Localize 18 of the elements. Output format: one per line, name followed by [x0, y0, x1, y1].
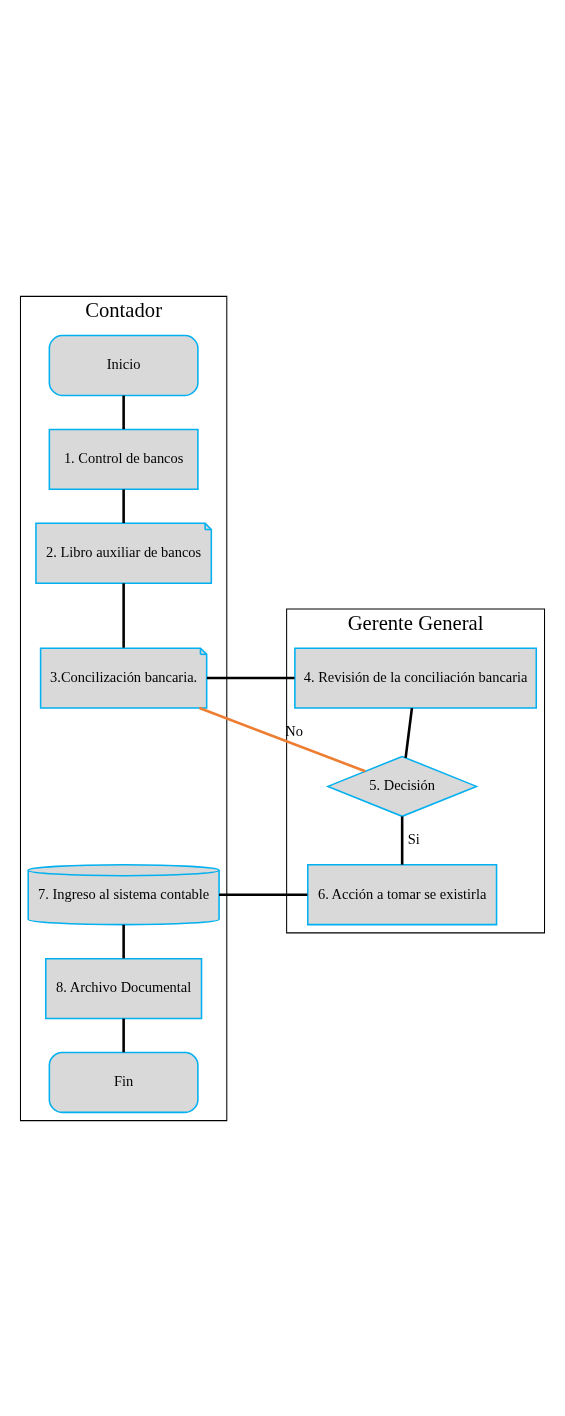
connector — [122, 395, 125, 429]
connector — [219, 892, 308, 896]
connector — [122, 1018, 125, 1052]
connector — [206, 676, 295, 679]
connector — [198, 706, 366, 772]
node-box: 6. Acción a tomar se existirla — [307, 863, 498, 925]
node-box: Fin — [48, 1051, 199, 1113]
node-diamond: 5. Decisión — [325, 755, 479, 817]
node-box: 4. Revisión de la conciliación bancaria — [294, 646, 538, 709]
node-box: Inicio — [48, 334, 199, 396]
connector — [400, 815, 404, 865]
connector — [122, 924, 125, 958]
connector — [122, 582, 125, 648]
connector — [404, 707, 414, 758]
node-box: 1. Control de bancos — [48, 428, 199, 490]
node-box: 8. Archivo Documental — [44, 957, 203, 1019]
edge-label: Si — [407, 830, 420, 847]
connector — [122, 488, 125, 523]
